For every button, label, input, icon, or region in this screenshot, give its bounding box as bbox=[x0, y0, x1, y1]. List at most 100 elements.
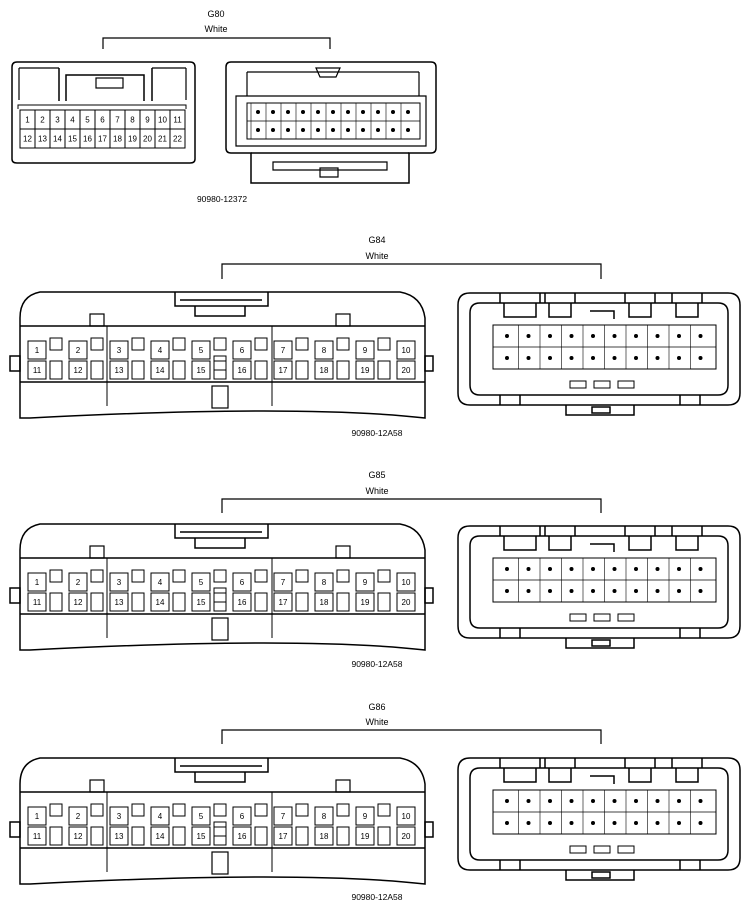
terminal-dot bbox=[569, 334, 574, 338]
pin-number: 13 bbox=[115, 366, 124, 375]
terminal-dot bbox=[406, 110, 410, 114]
terminal-dot bbox=[591, 589, 595, 593]
pin-number: 15 bbox=[68, 135, 77, 144]
terminal-dot bbox=[677, 334, 681, 338]
guide-slot bbox=[49, 803, 63, 817]
center-slot bbox=[213, 355, 227, 371]
guide-slot bbox=[295, 826, 309, 846]
rear-top-tab bbox=[624, 526, 656, 551]
pin-number: 18 bbox=[320, 366, 329, 375]
pin-number: 10 bbox=[402, 346, 411, 355]
terminal-dot bbox=[316, 128, 320, 132]
pin-number: 11 bbox=[173, 116, 182, 125]
pin-number: 19 bbox=[128, 135, 137, 144]
pin-number: 15 bbox=[197, 832, 206, 841]
pin-cell: 19 bbox=[355, 360, 375, 380]
pin-cell: 4 bbox=[150, 340, 170, 360]
terminal-dot bbox=[271, 110, 275, 114]
pin-cell: 15 bbox=[64, 128, 81, 149]
rear-bottom-lock bbox=[565, 870, 635, 881]
guide-slot bbox=[49, 360, 63, 380]
rear-bottom-lock bbox=[565, 638, 635, 649]
bracket-g80 bbox=[102, 37, 331, 49]
pin-cell: 15 bbox=[191, 592, 211, 612]
rear-bottom-slot bbox=[569, 380, 587, 389]
guide-slot bbox=[90, 337, 104, 351]
terminal-dot bbox=[526, 799, 531, 803]
guide-slot bbox=[254, 569, 268, 583]
pin-number: 6 bbox=[240, 346, 245, 355]
left-latch bbox=[9, 587, 21, 604]
guide-slot bbox=[49, 569, 63, 583]
guide-slot bbox=[172, 826, 186, 846]
pin-cell: 17 bbox=[273, 592, 293, 612]
terminal-dot bbox=[526, 821, 531, 825]
pin-cell: 10 bbox=[396, 806, 416, 826]
pin-number: 17 bbox=[98, 135, 107, 144]
pin-cell: 18 bbox=[314, 592, 334, 612]
pin-cell: 2 bbox=[68, 806, 88, 826]
guide-slot bbox=[377, 803, 391, 817]
terminal-dot bbox=[634, 567, 638, 571]
pin-cell: 1 bbox=[27, 806, 47, 826]
terminal-dot bbox=[505, 799, 509, 803]
center-slot bbox=[213, 821, 227, 837]
pin-cell: 8 bbox=[314, 806, 334, 826]
rear-top-tab bbox=[544, 526, 576, 551]
pin-number: 18 bbox=[113, 135, 122, 144]
terminal-dot bbox=[612, 589, 617, 593]
terminal-dot bbox=[286, 110, 290, 114]
part-number-g84: 90980-12A58 bbox=[351, 428, 402, 438]
pin-cell: 4 bbox=[64, 109, 81, 130]
pin-number: 14 bbox=[156, 366, 165, 375]
pin-number: 20 bbox=[402, 366, 411, 375]
terminal-dot bbox=[634, 356, 638, 360]
rear-inner-wall bbox=[469, 302, 729, 396]
rear-top-tab bbox=[499, 526, 541, 551]
terminal-dot bbox=[677, 567, 681, 571]
pin-number: 16 bbox=[238, 598, 247, 607]
bracket-g84 bbox=[221, 263, 602, 279]
guide-slot bbox=[90, 803, 104, 817]
pin-number: 9 bbox=[363, 346, 368, 355]
connector-name-g85: G85 bbox=[368, 470, 385, 480]
pin-cell: 18 bbox=[109, 128, 126, 149]
pin-number: 9 bbox=[363, 578, 368, 587]
pin-number: 21 bbox=[158, 135, 167, 144]
guide-slot bbox=[377, 360, 391, 380]
terminal-dot bbox=[301, 110, 305, 114]
terminal-dot bbox=[634, 821, 638, 825]
pin-cell: 8 bbox=[124, 109, 141, 130]
terminal-dot bbox=[591, 356, 595, 360]
guide-slot bbox=[254, 360, 268, 380]
terminal-dot bbox=[655, 821, 660, 825]
pin-number: 7 bbox=[115, 116, 120, 125]
terminal-dot bbox=[612, 356, 617, 360]
terminal-dot bbox=[548, 821, 552, 825]
terminal-dot bbox=[548, 799, 552, 803]
pin-number: 4 bbox=[70, 116, 75, 125]
pin-number: 2 bbox=[76, 346, 81, 355]
guide-slot bbox=[90, 826, 104, 846]
pin-cell: 14 bbox=[150, 592, 170, 612]
guide-slot bbox=[377, 337, 391, 351]
bottom-key bbox=[211, 385, 229, 409]
guide-slot bbox=[254, 337, 268, 351]
pin-cell: 4 bbox=[150, 806, 170, 826]
pin-number: 10 bbox=[402, 578, 411, 587]
terminal-dot bbox=[256, 110, 260, 114]
key-notch bbox=[89, 545, 105, 559]
rear-bottom-slot bbox=[593, 380, 611, 389]
terminal-dot bbox=[634, 799, 638, 803]
pin-cell: 6 bbox=[232, 340, 252, 360]
pin-number: 5 bbox=[85, 116, 90, 125]
guide-slot bbox=[131, 826, 145, 846]
key-notch bbox=[89, 313, 105, 327]
guide-slot bbox=[295, 337, 309, 351]
pin-cell: 9 bbox=[355, 806, 375, 826]
rear-bottom-slot bbox=[569, 845, 587, 854]
pin-cell: 15 bbox=[191, 360, 211, 380]
terminal-dot bbox=[612, 567, 617, 571]
connector-name-g86: G86 bbox=[368, 702, 385, 712]
pin-cell: 5 bbox=[191, 806, 211, 826]
